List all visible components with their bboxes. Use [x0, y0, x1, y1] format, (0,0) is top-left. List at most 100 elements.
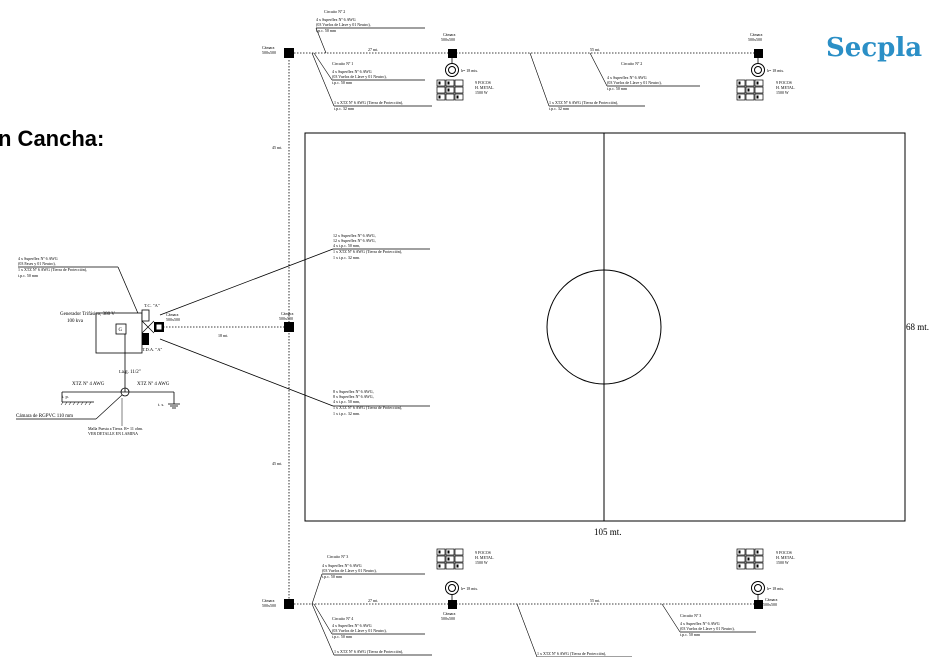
svg-text:8 x Superflex Nº 6 AWG,: 8 x Superflex Nº 6 AWG, — [333, 389, 374, 395]
svg-text:XTZ Nº 4 AWG: XTZ Nº 4 AWG — [72, 381, 105, 387]
camera-mid-left: Cámara 500x500 — [279, 311, 294, 332]
svg-text:8 x Superflex Nº 6 AWG,: 8 x Superflex Nº 6 AWG, — [333, 394, 374, 400]
svg-text:t.p.c. 50 mm: t.p.c. 50 mm — [332, 634, 353, 639]
svg-text:G: G — [119, 328, 123, 333]
camera-bottom-mid: Cámara 500x500 — [441, 600, 457, 621]
svg-text:4 x Superflex Nº 6 AWG: 4 x Superflex Nº 6 AWG — [332, 623, 372, 628]
light-pole-bottom-right: 9 FOCOS H. METAL. 1500 W h= 18 mts. — [736, 548, 795, 600]
svg-text:t.p.c. 32 mm: t.p.c. 32 mm — [334, 106, 355, 111]
svg-text:4 x Superflex Nº 6 AWG: 4 x Superflex Nº 6 AWG — [322, 563, 362, 568]
dist-feed: 18 mt. — [218, 333, 228, 338]
svg-text:(03 Vuelos de Llave y 01 Neutr: (03 Vuelos de Llave y 01 Neutro), — [680, 626, 735, 632]
court-width-label: 105 mt. — [594, 527, 622, 537]
dist-top-left: 27 mt. — [368, 47, 378, 52]
svg-text:t.p.c. 50 mm: t.p.c. 50 mm — [322, 574, 343, 579]
svg-text:H. METAL.: H. METAL. — [475, 85, 494, 90]
light-pole-top-right: h= 18 mts. 9 FOCOS H. METAL. 1500 W — [736, 58, 795, 101]
svg-text:500x500: 500x500 — [262, 603, 276, 608]
pole-icon — [751, 581, 765, 595]
svg-text:4 x t.p.c. 50 mm,: 4 x t.p.c. 50 mm, — [333, 399, 360, 405]
dist-bottom-left: 27 mt. — [368, 598, 378, 603]
svg-text:500x500: 500x500 — [763, 602, 777, 607]
svg-text:t. s.: t. s. — [158, 402, 164, 407]
svg-text:4 x Superflex Nº 6 AWG: 4 x Superflex Nº 6 AWG — [316, 17, 356, 22]
svg-text:t. p.: t. p. — [62, 394, 69, 399]
page-title: n Cancha: — [0, 126, 104, 151]
svg-text:4 x t.p.c. 50 mm,: 4 x t.p.c. 50 mm, — [333, 243, 360, 249]
circuit-3-right: Circuito Nº 3 4 x Superflex Nº 6 AWG (03… — [661, 603, 756, 637]
svg-text:Cámara: Cámara — [765, 597, 778, 602]
svg-text:1500 W: 1500 W — [475, 560, 488, 565]
svg-text:9 FOCOS: 9 FOCOS — [475, 550, 491, 555]
svg-text:Cámara: Cámara — [262, 45, 275, 50]
circuit-2-right: Circuito Nº 2 4 x Superflex Nº 6 AWG (03… — [589, 52, 700, 91]
svg-text:h= 18 mts.: h= 18 mts. — [461, 68, 478, 73]
camera-top-right: Cámara 500x500 — [748, 32, 763, 58]
svg-text:1 x XTZ Nº 6 AWG (Tierra de Pr: 1 x XTZ Nº 6 AWG (Tierra de Protección), — [333, 249, 402, 255]
svg-text:500x500: 500x500 — [441, 616, 455, 621]
svg-text:Circuito Nº 2: Circuito Nº 2 — [621, 61, 642, 66]
svg-text:100 kva: 100 kva — [67, 319, 84, 324]
svg-text:500x500: 500x500 — [279, 316, 293, 321]
svg-text:t.a.g. 11/2": t.a.g. 11/2" — [119, 370, 141, 375]
svg-text:Cámara: Cámara — [443, 32, 456, 37]
camera-generator: Cámara 500x500 — [154, 312, 180, 332]
camera-top-mid: Cámara 500x500 — [441, 32, 457, 58]
svg-text:Circuito Nº 3: Circuito Nº 3 — [680, 613, 701, 618]
court-outline — [304, 132, 906, 522]
svg-text:4 x Superflex Nº 6 AWG: 4 x Superflex Nº 6 AWG — [607, 75, 647, 80]
svg-text:1500 W: 1500 W — [776, 90, 789, 95]
court-height-label: 68 mt. — [906, 322, 929, 332]
svg-text:T.D.A. "A": T.D.A. "A" — [142, 347, 163, 352]
light-pole-top-mid: h= 18 mts. 9 FOCOS H. METAL. 1500 W — [436, 58, 494, 101]
pole-icon — [445, 581, 459, 595]
svg-text:H. METAL.: H. METAL. — [776, 85, 795, 90]
camera-top-left: Cámara 500x500 — [262, 45, 294, 58]
svg-text:1 x XTZ Nº 6 AWG (Tierra de Pr: 1 x XTZ Nº 6 AWG (Tierra de Protección), — [18, 267, 87, 273]
svg-text:9 FOCOS: 9 FOCOS — [475, 80, 491, 85]
svg-text:Cámara: Cámara — [750, 32, 763, 37]
svg-text:1 x t.p.c. 32 mm.: 1 x t.p.c. 32 mm. — [333, 255, 360, 260]
svg-text:Malla Puesta a Tierra. R= 11: Malla Puesta a Tierra. R= 11 ohm. — [88, 426, 143, 431]
svg-text:t.p.c. 50 mm: t.p.c. 50 mm — [332, 80, 353, 85]
svg-text:Cámara: Cámara — [262, 598, 275, 603]
svg-text:12 x Superflex Nº 6 AWG,: 12 x Superflex Nº 6 AWG, — [333, 238, 376, 244]
generator: G Generador Trifásico, 380 V 100 kva T.C… — [16, 303, 180, 436]
circuit-3-bottom: Circuito Nº 3 4 x Superflex Nº 6 AWG (03… — [311, 554, 425, 605]
svg-text:t.p.c. 32 mm: t.p.c. 32 mm — [549, 106, 570, 111]
svg-text:1 x t.p.c. 32 mm.: 1 x t.p.c. 32 mm. — [333, 411, 360, 416]
svg-text:(03 Fases y 01 Neutro),: (03 Fases y 01 Neutro), — [18, 261, 56, 267]
pole-icon — [445, 63, 459, 77]
svg-text:t.p.c. 50 mm: t.p.c. 50 mm — [18, 273, 39, 278]
svg-text:T.C. "A": T.C. "A" — [144, 303, 160, 308]
svg-text:Circuito Nº 4: Circuito Nº 4 — [332, 616, 353, 621]
svg-text:500x500: 500x500 — [262, 50, 276, 55]
svg-text:(03 Vuelos de Llave y 01 Neutr: (03 Vuelos de Llave y 01 Neutro), — [332, 628, 387, 634]
svg-text:H. METAL.: H. METAL. — [475, 555, 494, 560]
svg-text:Cámara: Cámara — [443, 611, 456, 616]
svg-text:1500 W: 1500 W — [475, 90, 488, 95]
svg-text:500x500: 500x500 — [748, 37, 762, 42]
light-pole-bottom-mid: 9 FOCOS H. METAL. 1500 W h= 18 mts. — [436, 548, 494, 600]
pole-icon — [751, 63, 765, 77]
svg-text:12 x Superflex Nº 6 AWG,: 12 x Superflex Nº 6 AWG, — [333, 233, 376, 239]
dist-side-top: 45 mt. — [272, 145, 282, 150]
svg-text:VER DETALLE EN LAMINA: VER DETALLE EN LAMINA — [88, 431, 138, 436]
dist-side-bottom: 45 mt. — [272, 461, 282, 466]
svg-text:500x500: 500x500 — [441, 37, 455, 42]
circuit-1-top: Circuito Nº 1 4 x Superflex Nº 6 AWG (03… — [313, 52, 425, 85]
court-center-circle — [546, 269, 662, 385]
svg-text:h= 18 mts.: h= 18 mts. — [461, 586, 478, 591]
ground-bottom-right: 1 x XTZ Nº 6 AWG (Tierra de Protección), — [516, 603, 632, 657]
circuit-4-bottom: Circuito Nº 4 4 x Superflex Nº 6 AWG (03… — [313, 603, 425, 639]
svg-text:t.p.c. 50 mm: t.p.c. 50 mm — [680, 632, 701, 637]
circuit-2-top: Circuito Nº 2 4 x Superflex Nº 6 AWG (03… — [315, 9, 425, 54]
generator-symbol — [115, 323, 127, 335]
feeder-down: 8 x Superflex Nº 6 AWG, 8 x Superflex Nº… — [159, 338, 430, 416]
tc-box — [141, 309, 150, 322]
svg-text:1 x XTZ Nº 6 AWG (Tierra de Pr: 1 x XTZ Nº 6 AWG (Tierra de Protección), — [334, 100, 403, 106]
svg-text:(03 Vuelos de Llave y 01 Neutr: (03 Vuelos de Llave y 01 Neutro), — [322, 568, 377, 574]
svg-text:Cámara: Cámara — [166, 312, 179, 317]
